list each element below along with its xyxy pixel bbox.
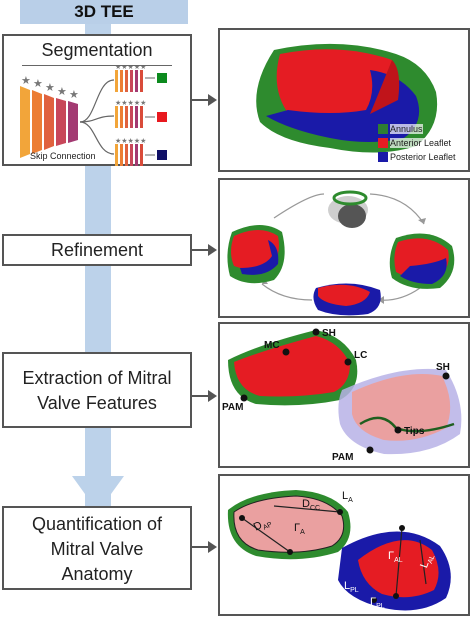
legend-anterior-label: Anterior Leaflet <box>390 138 452 148</box>
legend-annulus: Annulus <box>378 122 468 136</box>
decoder-stack-mid: ★★★★★ <box>115 99 167 128</box>
tips-point <box>394 426 402 434</box>
lc-point <box>344 358 352 366</box>
quantification-result-panel: LA DCC DAP ΓA ΓAL LAL LPL ΓPL <box>218 474 470 616</box>
label-tips: Tips <box>404 426 425 437</box>
label-la-sub: A <box>348 497 353 505</box>
label-la-main: L <box>342 490 349 502</box>
skip-connection-label: Skip Connection <box>30 151 96 161</box>
label-pam2: PAM <box>332 452 354 463</box>
al-bottom <box>393 593 399 599</box>
sh2-point <box>442 372 450 380</box>
label-gamma-pl: ΓPL <box>370 596 385 610</box>
label-l-pl: LPL <box>344 580 359 594</box>
dap-start <box>239 515 245 521</box>
al-top <box>399 525 405 531</box>
extraction-result-panel: MC SH LC PAM SH Tips PAM <box>218 322 470 468</box>
connector-extraction <box>192 395 209 397</box>
connector-refinement <box>192 249 209 251</box>
label-sh2: SH <box>436 362 450 373</box>
label-gamma-a-main: Γ <box>294 522 301 534</box>
quantification-step: Quantification of Mitral Valve Anatomy <box>2 506 192 590</box>
extraction-step: Extraction of Mitral Valve Features <box>2 352 192 428</box>
dap-end <box>287 549 293 555</box>
sh-point <box>312 328 320 336</box>
legend-anterior: Anterior Leaflet <box>378 136 468 150</box>
segmentation-result-panel: Annulus Anterior Leaflet Posterior Leafl… <box>218 28 470 172</box>
label-gamma-a: ΓA <box>294 522 305 536</box>
label-gamma-pl-sub: PL <box>376 603 385 611</box>
label-gamma-a-sub: A <box>300 529 305 537</box>
quantification-label-line3: Anatomy <box>61 564 133 584</box>
svg-text:★★★★★: ★★★★★ <box>115 99 146 107</box>
skip-star-1: ★ <box>21 75 31 87</box>
label-pam: PAM <box>222 402 244 413</box>
segmentation-network-diagram: ★ ★ ★ ★ ★ ★★★★★ ★★★★★ ★★★★★ ★ <box>20 66 167 166</box>
skip-star-2: ★ <box>33 78 43 90</box>
extraction-label-line1: Extraction of Mitral <box>22 368 172 388</box>
encoder-layer-2 <box>32 90 42 154</box>
label-mc: MC <box>264 340 280 351</box>
label-gamma-al: ΓAL <box>388 550 403 564</box>
quantification-label-line1: Quantification of <box>31 514 163 534</box>
pipeline-title: 3D TEE <box>20 0 188 24</box>
legend-annulus-label: Annulus <box>390 124 423 134</box>
branch-line-top <box>79 79 115 123</box>
legend-posterior-swatch <box>378 152 388 162</box>
branch-line-mid <box>79 115 115 123</box>
segmentation-step: Segmentation ★ ★ ★ ★ ★ ★★★★★ ★★★★★ <box>2 34 192 166</box>
label-la: LA <box>342 490 353 504</box>
svg-text:★★★★★: ★★★★★ <box>115 66 146 71</box>
quantification-render <box>227 490 451 611</box>
extraction-label-line2: Valve Features <box>37 393 157 413</box>
pl-point <box>371 597 377 603</box>
decoder-stack-bot: ★★★★★ <box>115 137 167 166</box>
segmentation-underline <box>22 65 172 66</box>
connector-extraction-head <box>208 390 217 402</box>
label-gamma-pl-main: Γ <box>370 596 377 608</box>
label-dcc-sub: CC <box>309 505 321 513</box>
skip-star-4: ★ <box>57 86 67 98</box>
encoder-layer-3 <box>44 94 54 150</box>
label-gamma-al-sub: AL <box>394 557 403 565</box>
encoder-layer-1 <box>20 86 30 158</box>
quantification-label-line2: Mitral Valve <box>50 539 144 559</box>
refinement-label: Refinement <box>50 240 144 260</box>
branch-line-bot <box>79 121 115 155</box>
skip-star-5: ★ <box>69 89 79 101</box>
connector-segmentation-head <box>208 94 217 106</box>
extraction-feature-render <box>228 328 462 455</box>
label-dcc: DCC <box>302 498 320 512</box>
legend-posterior-label: Posterior Leaflet <box>390 152 456 162</box>
label-dcc-main: D <box>302 498 310 510</box>
mc-point <box>282 348 290 356</box>
label-l-pl-sub: PL <box>350 587 359 595</box>
refinement-step: Refinement <box>2 234 192 266</box>
label-gamma-al-main: Γ <box>388 550 395 562</box>
segmentation-legend: Annulus Anterior Leaflet Posterior Leafl… <box>378 122 468 164</box>
connector-segmentation <box>192 99 209 101</box>
encoder-layer-4 <box>56 98 66 146</box>
encoder-layer-5 <box>68 101 78 143</box>
label-lc: LC <box>354 350 368 361</box>
segmentation-label: Segmentation <box>41 40 153 60</box>
refinement-result-panel <box>218 178 470 318</box>
legend-posterior: Posterior Leaflet <box>378 150 468 164</box>
refinement-valve-renders <box>227 190 455 316</box>
connector-quantification <box>192 546 209 548</box>
connector-quantification-head <box>208 541 217 553</box>
dcc-end <box>337 509 343 515</box>
pam2-point <box>366 446 374 454</box>
svg-text:★★★★★: ★★★★★ <box>115 137 146 145</box>
skip-star-3: ★ <box>45 82 55 94</box>
connector-refinement-head <box>208 244 217 256</box>
pam-point <box>240 394 248 402</box>
legend-anterior-swatch <box>378 138 388 148</box>
label-sh: SH <box>322 328 336 339</box>
label-l-pl-main: L <box>344 580 351 592</box>
legend-annulus-swatch <box>378 124 388 134</box>
decoder-stack-top: ★★★★★ <box>115 66 167 92</box>
